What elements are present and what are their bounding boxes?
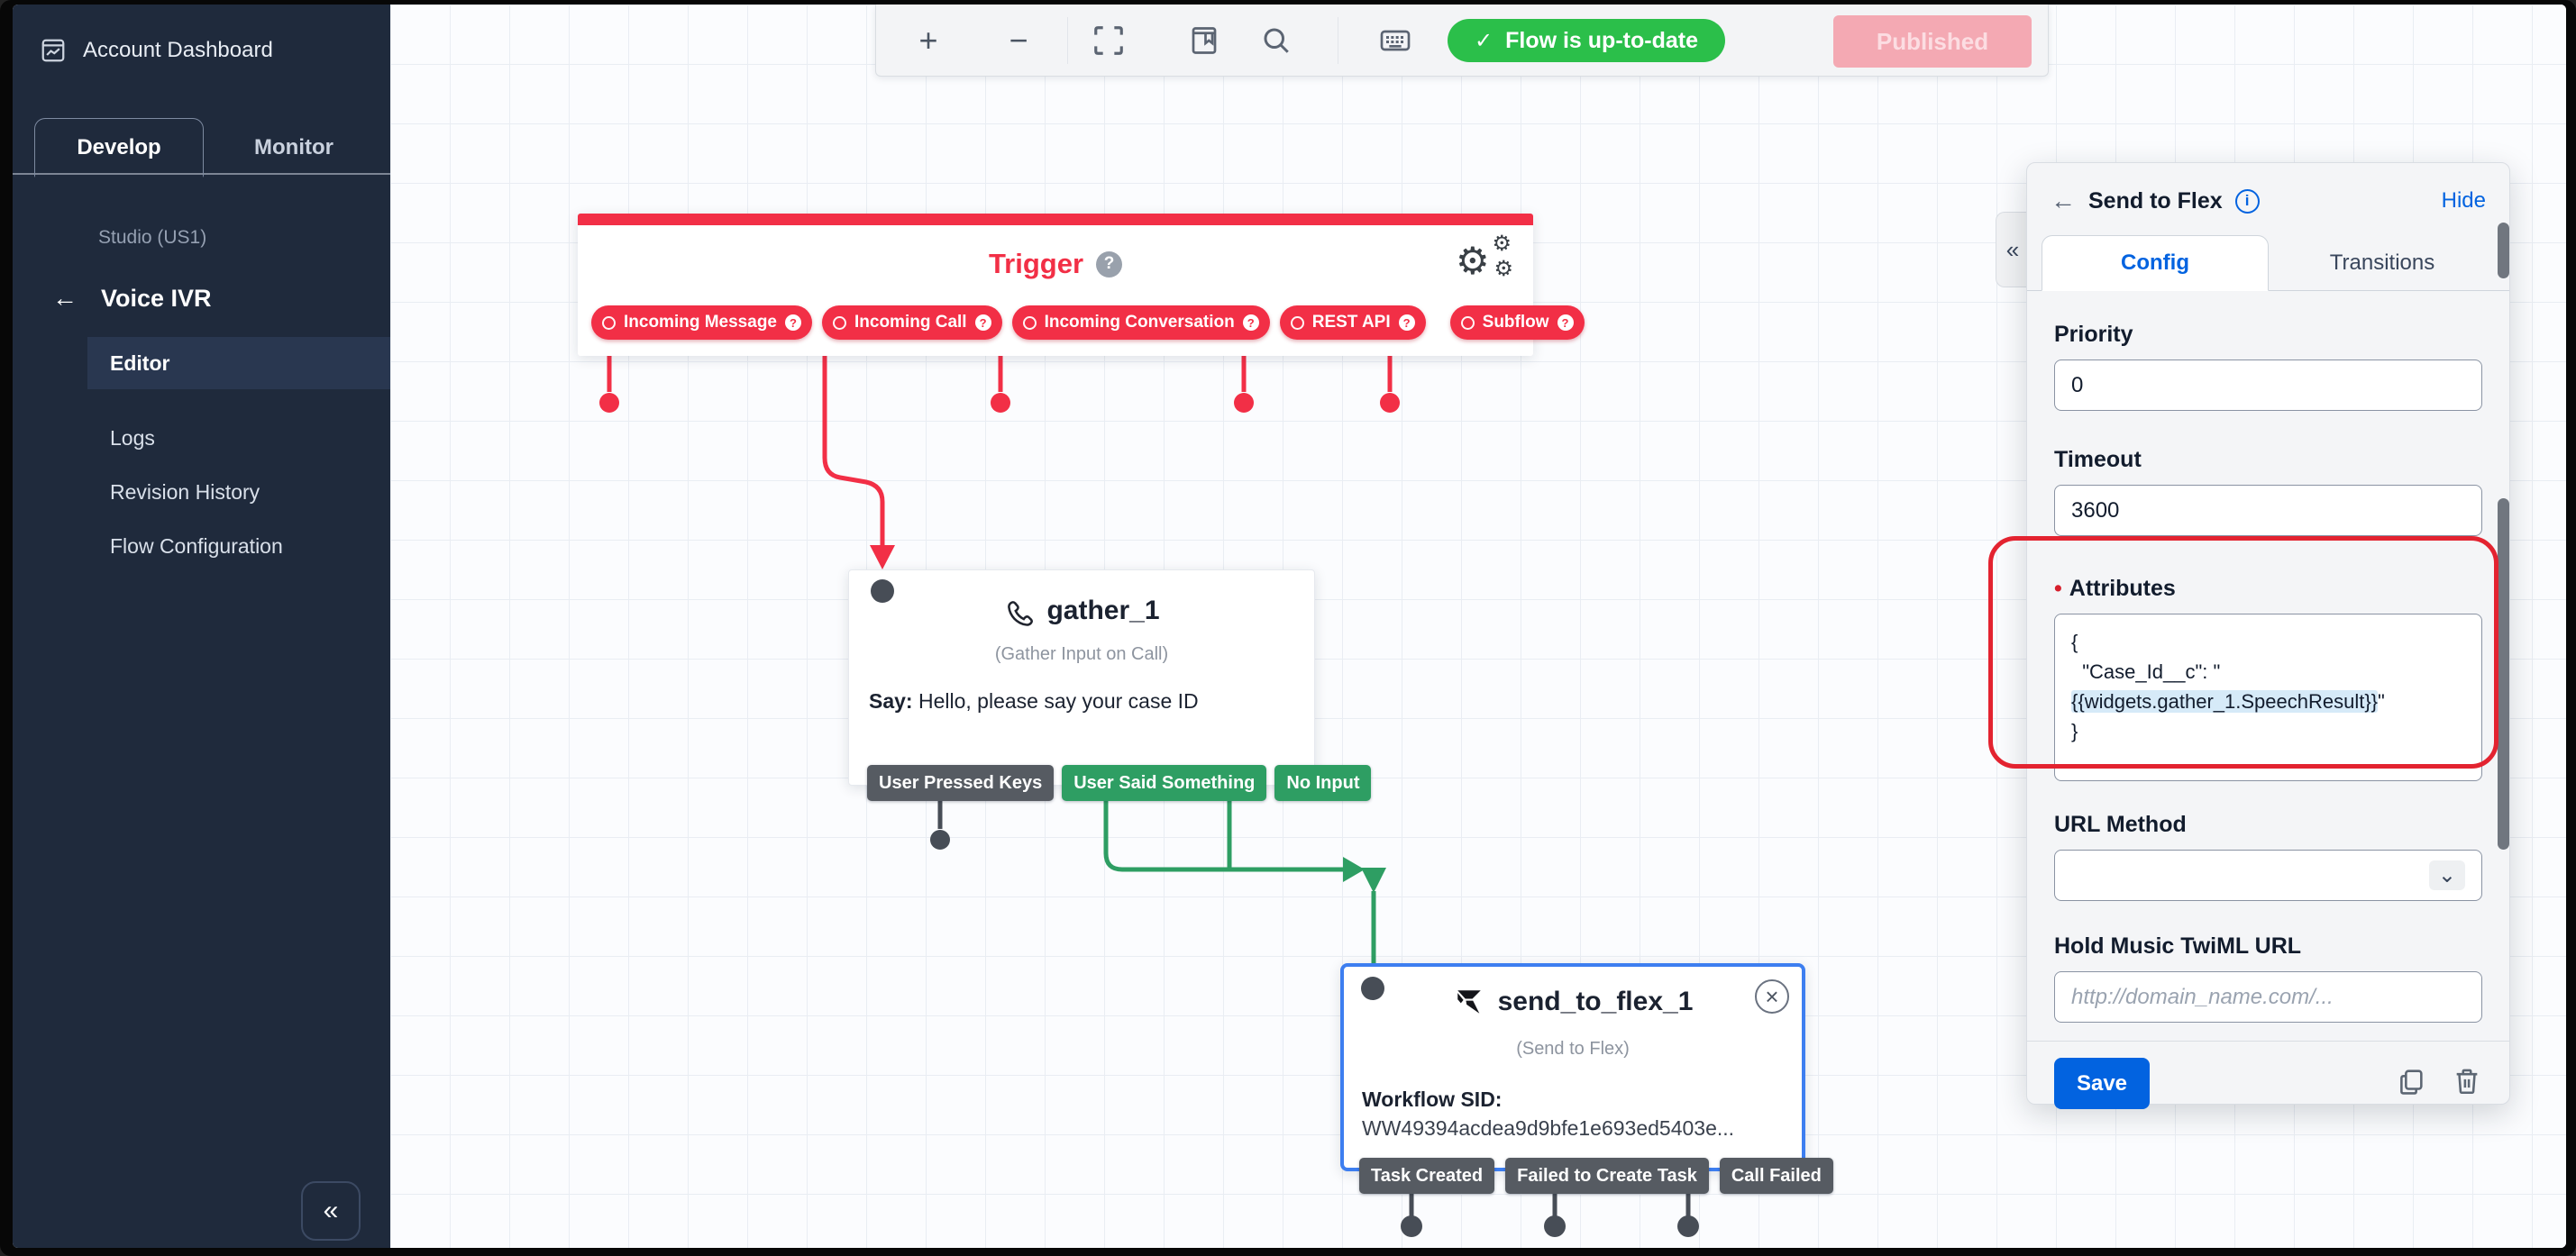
studio-app: Trigger ? ⚙ ⚙ ⚙ Incoming Message? Incomi… [13,5,2566,1248]
tab-config[interactable]: Config [2042,235,2269,291]
trigger-title: Trigger [988,248,1084,279]
workflow-sid-label: Workflow SID: [1362,1088,1503,1111]
keyboard-shortcuts-icon[interactable] [1374,5,1417,77]
trigger-help-icon[interactable]: ? [1096,250,1123,278]
transition-user-said-something[interactable]: User Said Something [1062,765,1267,801]
account-dashboard-link[interactable]: Account Dashboard [40,37,273,64]
timeout-input[interactable]: 3600 [2054,485,2482,536]
transition-call-failed[interactable]: Call Failed [1719,1158,1833,1194]
back-arrow-icon[interactable]: ← [52,284,78,312]
config-panel: ← Send to Flex i Hide Config Transitions… [2026,162,2510,1109]
trigger-settings-icon[interactable]: ⚙ ⚙ ⚙ [1456,232,1513,282]
sidebar-item-flow-configuration[interactable]: Flow Configuration [110,533,283,558]
attributes-label: •Attributes [2054,576,2176,601]
toolbar-divider [1067,17,1068,64]
widget-name: send_to_flex_1 [1497,987,1694,1016]
widget-trigger[interactable]: Trigger ? ⚙ ⚙ ⚙ Incoming Message? Incomi… [578,214,1585,356]
widget-name: gather_1 [1046,596,1160,625]
panel-scrollbar-thumb[interactable] [2498,498,2509,850]
trigger-pill-incoming-call[interactable]: Incoming Call? [822,305,1002,340]
help-icon: ? [1557,314,1574,331]
help-icon: ? [1398,314,1415,331]
tab-monitor[interactable]: Monitor [254,135,333,159]
trigger-pill-incoming-message[interactable]: Incoming Message? [591,305,812,340]
zoom-out-button[interactable]: − [1009,22,1028,59]
published-button[interactable]: Published [1833,15,2032,68]
gather-entry-dot[interactable] [871,579,894,603]
tab-develop[interactable]: Develop [34,118,204,177]
priority-input[interactable]: 0 [2054,360,2482,411]
connector-ring-icon [602,315,616,330]
help-icon: ? [1242,314,1259,331]
close-icon[interactable]: × [1755,979,1789,1014]
dashboard-icon [41,39,65,62]
widget-gather-1[interactable]: gather_1 (Gather Input on Call) Say: Hel… [848,569,1372,801]
search-icon[interactable] [1256,5,1296,77]
hide-link[interactable]: Hide [2441,188,2486,213]
check-icon: ✓ [1475,28,1494,53]
attributes-textarea[interactable]: { "Case_Id__c": "{{widgets.gather_1.Spee… [2054,614,2482,781]
flow-title-row[interactable]: ← Voice IVR [52,284,212,313]
url-method-label: URL Method [2054,812,2187,837]
workflow-sid-value: WW49394acdea9d9bfe1e693ed5403e... [1362,1116,1735,1140]
transition-failed-to-create-task[interactable]: Failed to Create Task [1505,1158,1709,1194]
connector-ring-icon [1022,315,1037,330]
panel-collapse-button[interactable]: « [1996,212,2029,287]
sidebar: Account Dashboard Develop Monitor Studio… [13,5,390,1248]
required-indicator: • [2054,576,2062,601]
sidebar-item-editor[interactable]: Editor [87,337,390,389]
trigger-accent-bar [578,214,1533,225]
widget-send-to-flex-1[interactable]: send_to_flex_1 × (Send to Flex) Workflow… [1340,963,1833,1194]
panel-scrollbar-thumb[interactable] [2498,223,2509,278]
url-method-select[interactable]: ⌄ [2054,850,2482,901]
help-icon: ? [974,314,991,331]
delete-widget-icon[interactable] [2452,1066,2482,1101]
trigger-pill-row: Incoming Message? Incoming Call? Incomin… [591,305,1585,340]
flow-status-text: Flow is up-to-date [1505,27,1698,53]
copy-widget-icon[interactable] [2396,1066,2426,1101]
trigger-pill-subflow[interactable]: Subflow? [1449,305,1585,340]
transition-no-input[interactable]: No Input [1274,765,1372,801]
widget-type: (Send to Flex) [1516,1039,1630,1059]
flex-icon [1457,990,1481,1014]
sidebar-item-logs[interactable]: Logs [110,425,155,450]
connector-ring-icon [833,315,846,330]
trigger-pill-incoming-conversation[interactable]: Incoming Conversation? [1011,305,1270,340]
info-icon[interactable]: i [2234,188,2260,214]
widget-library-icon[interactable] [1184,5,1224,77]
sidebar-tabs: Develop Monitor [13,114,390,177]
liquid-template-token: {{widgets.gather_1.SpeechResult}} [2071,690,2379,713]
tab-transitions[interactable]: Transitions [2329,250,2435,275]
panel-tabs: Config Transitions [2027,235,2509,291]
zoom-in-button[interactable]: + [918,22,938,59]
hold-music-input[interactable]: http://domain_name.com/... [2054,971,2482,1023]
panel-title: Send to Flex [2088,187,2223,214]
phone-icon [1008,601,1034,626]
connector-ring-icon [1290,315,1304,330]
flow-name: Voice IVR [101,284,212,312]
flex-entry-dot[interactable] [1361,977,1384,1000]
fit-to-screen-icon[interactable] [1089,5,1128,77]
sidebar-collapse-button[interactable]: « [301,1181,361,1241]
widget-type: (Gather Input on Call) [994,644,1169,664]
panel-back-arrow-icon[interactable]: ← [2051,187,2076,214]
save-button[interactable]: Save [2054,1058,2150,1109]
priority-label: Priority [2054,322,2133,347]
say-text: Say: Hello, please say your case ID [869,689,1199,713]
sidebar-item-revision-history[interactable]: Revision History [110,479,260,504]
hold-music-placeholder: http://domain_name.com/... [2071,984,2334,1009]
hold-music-label: Hold Music TwiML URL [2054,933,2302,959]
transition-task-created[interactable]: Task Created [1359,1158,1495,1194]
connector-ring-icon [1460,315,1475,330]
flow-status-badge: ✓ Flow is up-to-date [1448,19,1725,62]
account-dashboard-label: Account Dashboard [83,38,273,62]
timeout-label: Timeout [2054,447,2142,472]
canvas-toolbar: + − ✓ Flow is up-to-date Published [875,5,2049,77]
transition-user-pressed-keys[interactable]: User Pressed Keys [867,765,1055,801]
trigger-pill-rest-api[interactable]: REST API? [1279,305,1426,340]
region-label: Studio (US1) [98,227,207,248]
help-icon: ? [785,314,801,331]
chevron-down-icon: ⌄ [2428,860,2465,890]
